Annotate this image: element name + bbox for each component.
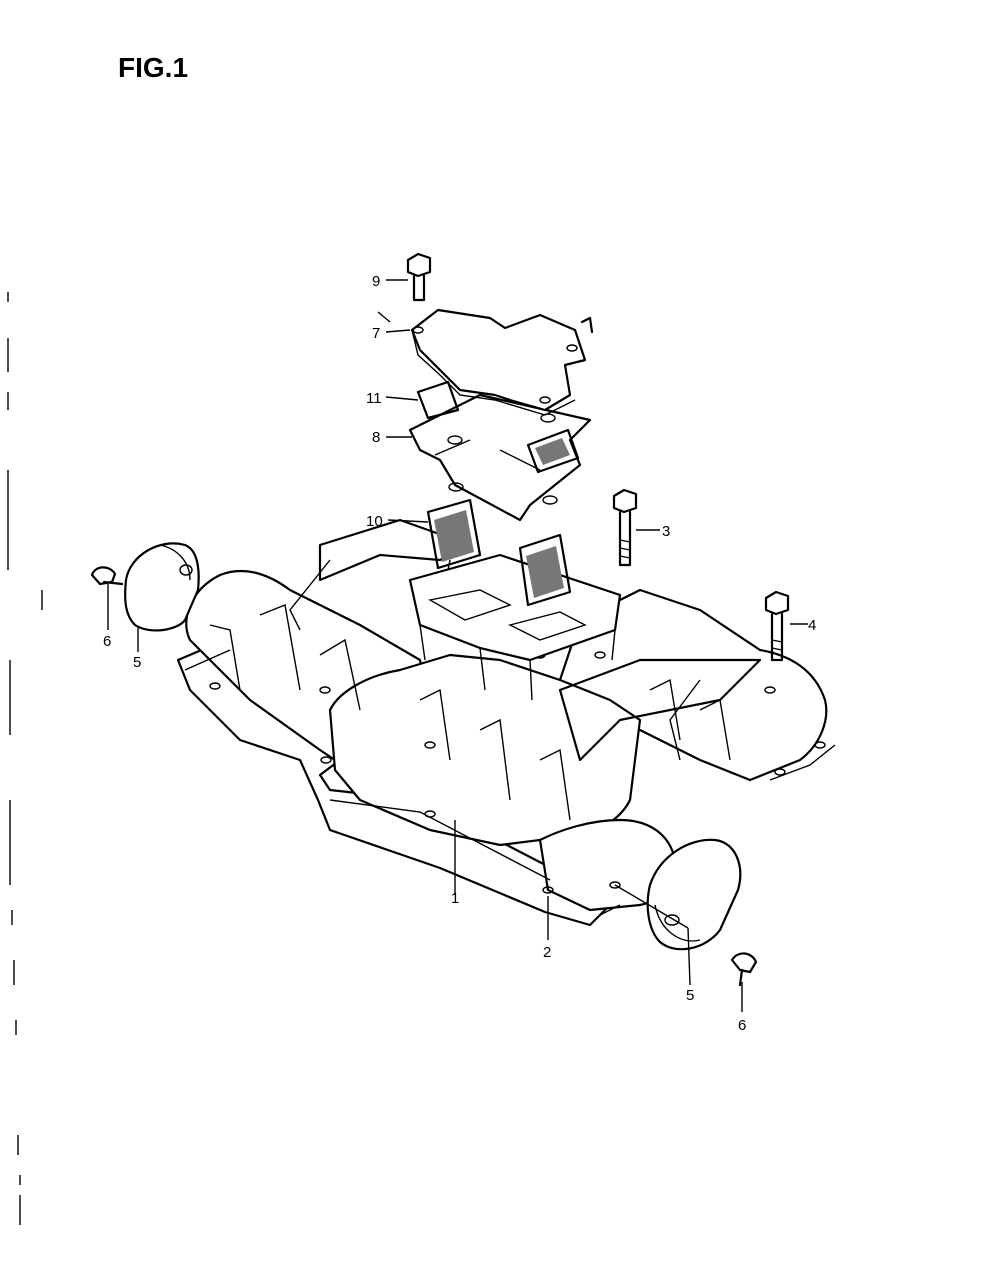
callout-5-left: 5 <box>133 654 141 671</box>
scan-edge-marks <box>7 292 43 1225</box>
screw-right <box>730 952 758 987</box>
cylinder-head-cover <box>176 518 836 927</box>
bolt-4 <box>764 590 790 662</box>
screw-left <box>90 566 124 586</box>
reed-valve-right <box>518 533 572 607</box>
callout-6-right: 6 <box>738 1017 746 1034</box>
cross-cover <box>410 308 594 416</box>
callout-11: 11 <box>366 390 382 407</box>
figure-title: FIG.1 <box>118 52 189 83</box>
callout-10: 10 <box>366 513 383 530</box>
callout-1: 1 <box>451 890 459 907</box>
callout-7: 7 <box>372 325 380 342</box>
end-cap-left <box>124 542 200 632</box>
callout-9: 9 <box>372 273 380 290</box>
reed-valve-left <box>426 498 482 570</box>
callout-8: 8 <box>372 429 380 446</box>
leader-lines <box>107 279 808 1012</box>
callout-5-right: 5 <box>686 987 694 1004</box>
bolt-3 <box>612 488 638 567</box>
callout-3: 3 <box>662 523 670 540</box>
callout-4: 4 <box>808 617 816 634</box>
callout-2: 2 <box>543 944 551 961</box>
reed-pad-upper <box>416 380 460 420</box>
callout-6-left: 6 <box>103 633 111 650</box>
end-cap-right <box>646 838 742 951</box>
bolt-9 <box>406 252 432 302</box>
reed-pad-lower <box>526 428 580 474</box>
